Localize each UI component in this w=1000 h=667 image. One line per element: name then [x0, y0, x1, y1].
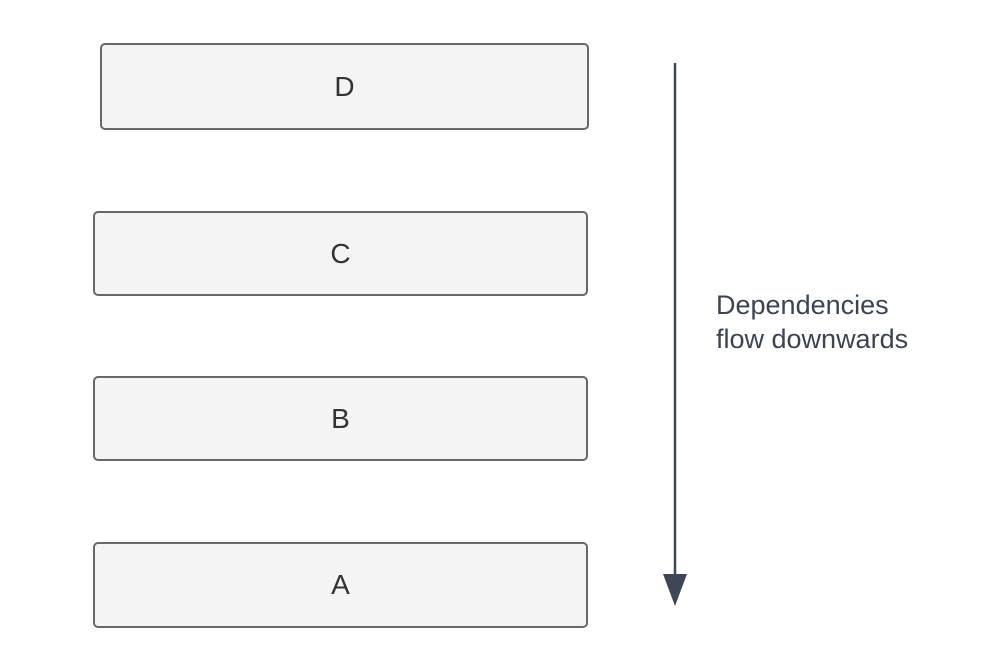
node-c-label: C	[330, 237, 351, 269]
node-d-label: D	[334, 70, 355, 102]
node-d: D	[100, 43, 589, 130]
arrow-annotation: Dependencies flow downwards	[716, 288, 908, 356]
node-b: B	[93, 376, 588, 461]
node-a-label: A	[331, 569, 350, 600]
down-arrow-icon	[663, 63, 687, 606]
node-a: A	[93, 542, 588, 628]
arrow-annotation-line1: Dependencies	[716, 290, 889, 320]
node-b-label: B	[331, 402, 350, 434]
node-c: C	[93, 211, 588, 296]
arrow-annotation-line2: flow downwards	[716, 324, 909, 354]
